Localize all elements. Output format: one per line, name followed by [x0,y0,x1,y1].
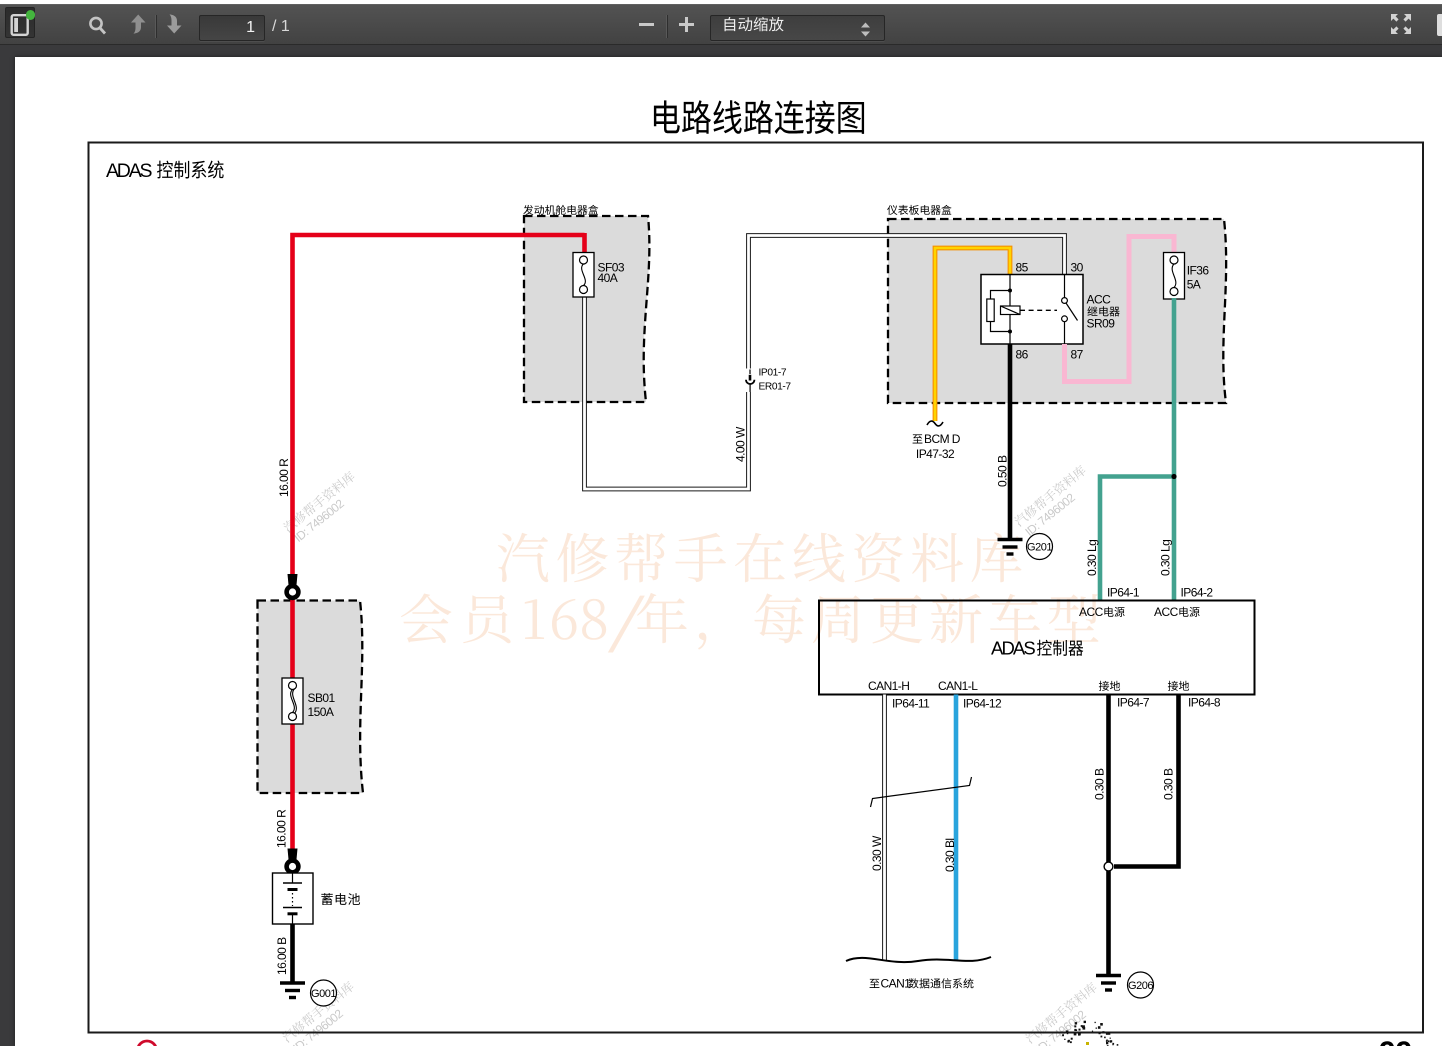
svg-text:ID: 7496002: ID: 7496002 [1022,490,1078,539]
svg-text:16.00 R: 16.00 R [275,809,289,848]
svg-text:87: 87 [1071,348,1084,362]
svg-text:ADAS: ADAS [106,160,152,182]
svg-text:0.50 B: 0.50 B [996,455,1010,487]
svg-text:IP64-12: IP64-12 [963,697,1002,711]
svg-text:30: 30 [1071,261,1084,275]
svg-text:ADAS: ADAS [991,638,1035,659]
svg-text:CAN1: CAN1 [881,977,912,991]
svg-text:IP47-32: IP47-32 [916,447,955,461]
svg-text:86: 86 [1016,348,1029,362]
svg-text:4.00 W: 4.00 W [734,426,748,462]
svg-text:ER01-7: ER01-7 [759,382,792,393]
svg-text:G206: G206 [1128,980,1153,992]
svg-text:0.30 Lg: 0.30 Lg [1159,540,1173,576]
svg-text:ACC: ACC [1154,605,1179,619]
svg-text:0.30 Bl: 0.30 Bl [943,838,957,872]
svg-text:IP64-1: IP64-1 [1107,586,1140,600]
svg-text:0.30 Lg: 0.30 Lg [1085,540,1099,576]
svg-text:40A: 40A [598,271,618,285]
svg-text:IF36: IF36 [1187,264,1210,278]
svg-text:5A: 5A [1187,278,1201,292]
svg-text:16.00 R: 16.00 R [277,458,291,497]
svg-text:0.30 B: 0.30 B [1093,768,1107,800]
svg-text:CAN1-L: CAN1-L [938,679,978,693]
svg-text:BCM D: BCM D [924,432,961,446]
svg-text:150A: 150A [308,705,334,719]
svg-text:G001: G001 [311,988,336,1000]
svg-text:CAN1-H: CAN1-H [868,679,909,693]
svg-text:ID: 7496002: ID: 7496002 [291,496,347,545]
svg-text:SF03: SF03 [598,261,625,275]
svg-text:IP64-2: IP64-2 [1181,586,1214,600]
svg-text:16.00 B: 16.00 B [275,937,289,975]
svg-text:99: 99 [1379,1036,1412,1046]
svg-text:IP64-8: IP64-8 [1188,696,1221,710]
svg-text:SB01: SB01 [308,691,336,705]
svg-text:0.30 W: 0.30 W [870,835,884,871]
svg-text:0.30 B: 0.30 B [1162,768,1176,800]
svg-text:85: 85 [1016,261,1029,275]
svg-text:ACC: ACC [1087,293,1112,307]
svg-text:IP64-11: IP64-11 [892,697,930,711]
svg-text:G201: G201 [1027,541,1052,553]
svg-text:IP01-7: IP01-7 [759,368,787,379]
svg-text:ACC: ACC [1079,605,1104,619]
svg-text:IP64-7: IP64-7 [1117,696,1150,710]
svg-text:SR09: SR09 [1087,317,1116,331]
